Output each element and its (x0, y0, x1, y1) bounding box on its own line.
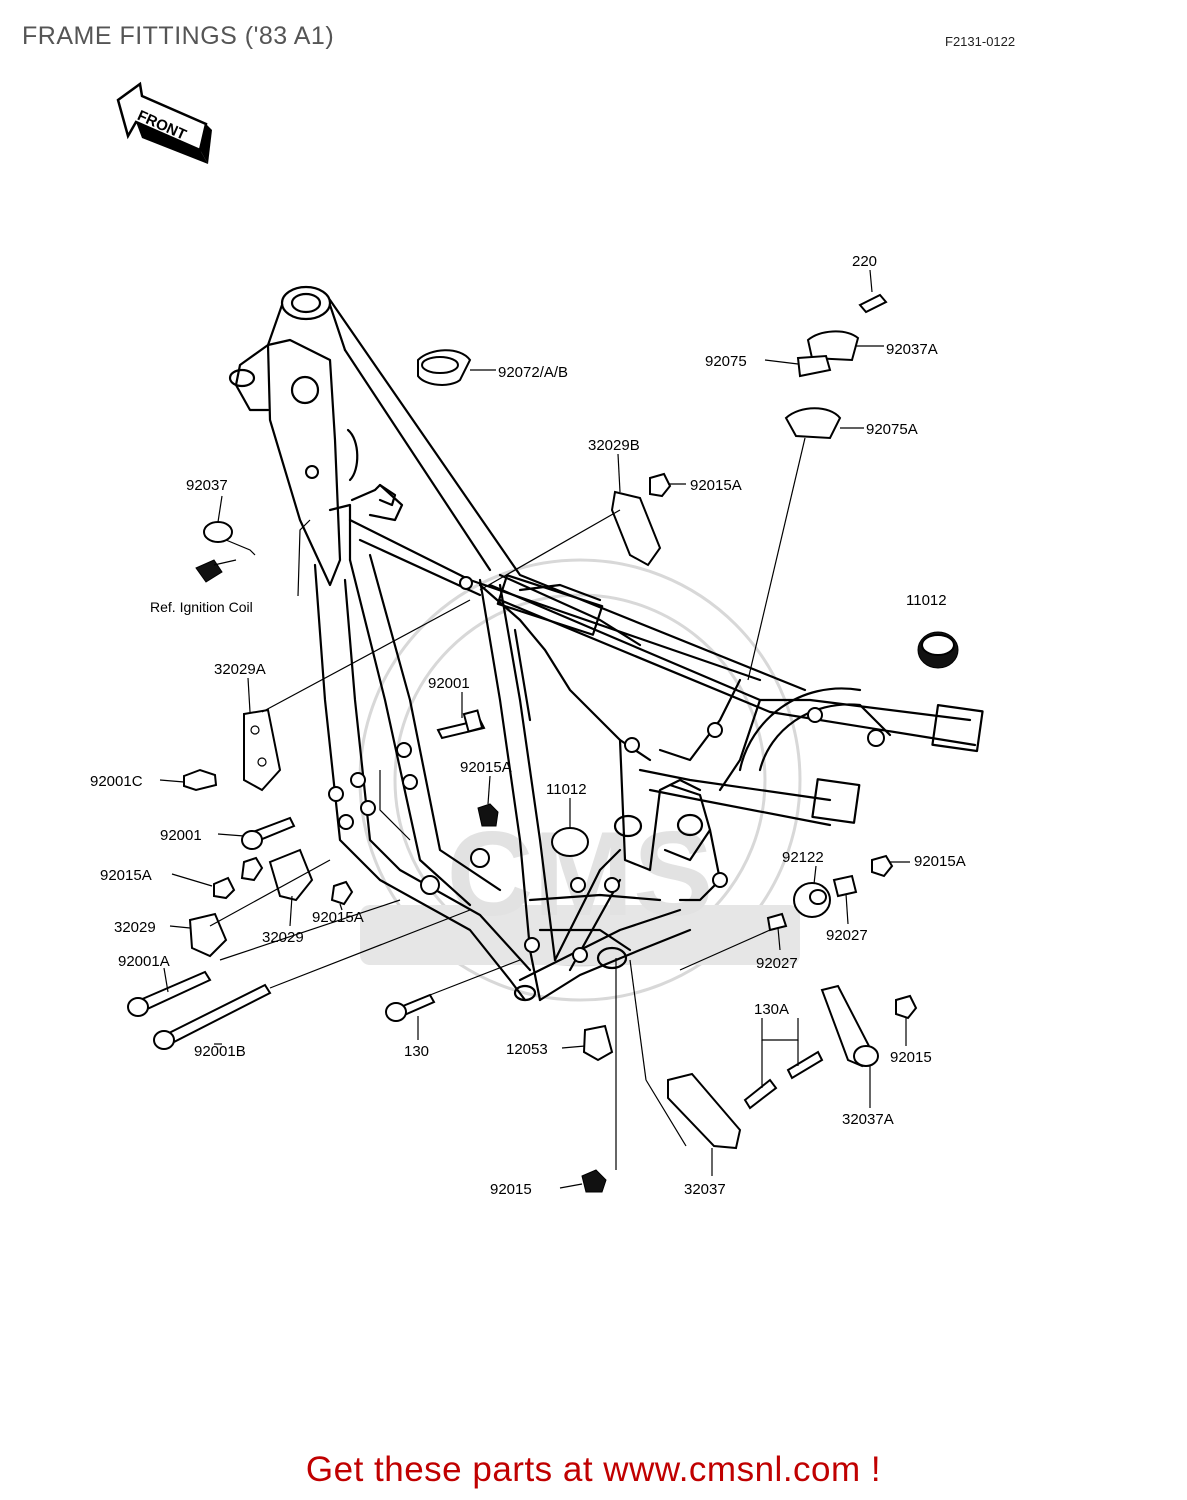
callout-32029-1: 32029 (114, 919, 156, 936)
callout-92027-1: 92027 (826, 927, 868, 944)
callout-92001a: 92001A (118, 953, 170, 970)
callout-32037: 32037 (684, 1181, 726, 1198)
front-arrow: FRONT (116, 81, 212, 164)
callout-ref-ignition-coil: Ref. Ignition Coil (150, 599, 253, 615)
callout-92015a-2: 92015A (460, 759, 512, 776)
leader-lines (159, 269, 910, 1189)
callout-92015a-3: 92015A (914, 853, 966, 870)
callout-130a: 130A (754, 1001, 789, 1018)
callout-92072ab: 92072/A/B (498, 364, 568, 381)
callout-92001-1: 92001 (428, 675, 470, 692)
callout-92075: 92075 (705, 353, 747, 370)
page-title: FRAME FITTINGS ('83 A1) (22, 22, 335, 50)
callout-92015a-1: 92015A (690, 477, 742, 494)
callout-32029a: 32029A (214, 661, 266, 678)
diagram-code: F2131-0122 (945, 34, 1016, 49)
callout-220: 220 (852, 253, 877, 270)
callout-labels: 220 92037A 92075 92075A 92072/A/B 32029B… (90, 253, 966, 1198)
callout-11012-2: 11012 (546, 781, 587, 798)
callout-92001-2: 92001 (160, 827, 202, 844)
callout-11012-1: 11012 (906, 592, 947, 609)
callout-92122: 92122 (782, 849, 824, 866)
callout-92075a: 92075A (866, 421, 918, 438)
callout-92037a: 92037A (886, 341, 938, 358)
callout-32037a: 32037A (842, 1111, 894, 1128)
loose-parts (127, 293, 959, 1193)
callout-92001b: 92001B (194, 1043, 246, 1060)
callout-92015-2: 92015 (490, 1181, 532, 1198)
callout-92037: 92037 (186, 477, 228, 494)
callout-92015a-5: 92015A (312, 909, 364, 926)
callout-92001c: 92001C (90, 773, 143, 790)
callout-92015-1: 92015 (890, 1049, 932, 1066)
callout-32029-2: 32029 (262, 929, 304, 946)
callout-12053: 12053 (506, 1041, 548, 1058)
footer-shop-link[interactable]: Get these parts at www.cmsnl.com ! (305, 1450, 882, 1489)
callout-130: 130 (404, 1043, 429, 1060)
frame-bosses (305, 465, 885, 963)
callout-92015a-4: 92015A (100, 867, 152, 884)
motorcycle-frame (228, 285, 984, 1002)
callout-32029b: 32029B (588, 437, 640, 454)
callout-92027-2: 92027 (756, 955, 798, 972)
